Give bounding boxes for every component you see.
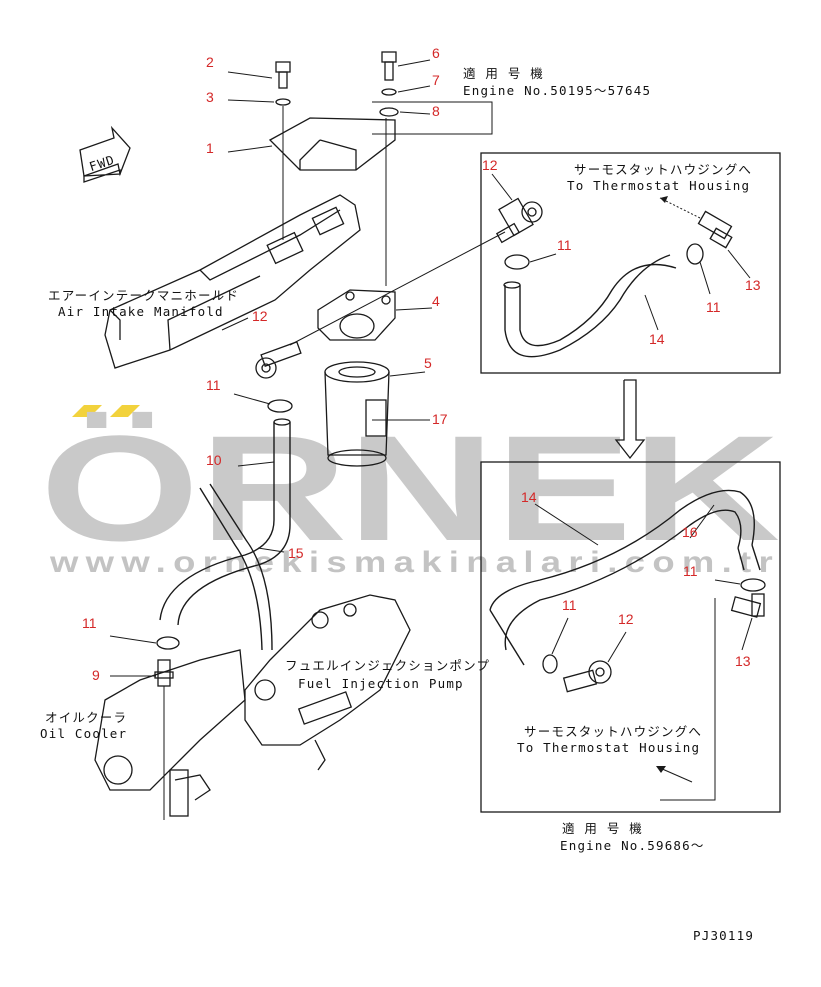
callout-11-a: 11 bbox=[206, 377, 221, 393]
detail-box-upper bbox=[480, 152, 781, 374]
detail-box-lower bbox=[480, 461, 781, 813]
hose-14-lower-b bbox=[504, 509, 742, 651]
callout-12-lower: 12 bbox=[618, 611, 634, 627]
tee-fitting-12-upper bbox=[495, 197, 543, 244]
callout-11-d: 11 bbox=[706, 299, 721, 315]
engine-range-1-en: Engine No.50195～57645 bbox=[463, 83, 651, 98]
callout-1: 1 bbox=[206, 140, 214, 156]
callout-13-upper: 13 bbox=[745, 277, 761, 293]
filter-cartridge-5 bbox=[324, 361, 390, 467]
hose-10-outer bbox=[159, 422, 275, 621]
oil-cooler-label-jp: オイルクーラ bbox=[45, 710, 127, 725]
callout-17: 17 bbox=[432, 411, 448, 427]
air-intake-manifold bbox=[104, 194, 361, 369]
tube-15-b bbox=[209, 483, 273, 651]
washer-8 bbox=[379, 107, 399, 117]
hose-14-lower-a bbox=[489, 489, 755, 611]
clamp-11-b bbox=[156, 636, 180, 650]
clamp-11-e bbox=[740, 578, 766, 592]
watermark-url: www.ornekismakinalari.com.tr bbox=[49, 546, 780, 579]
elbow-fitting-13-upper bbox=[697, 210, 733, 249]
watermark-brand: ÖRNEK bbox=[40, 404, 780, 572]
callout-8: 8 bbox=[432, 103, 440, 119]
thermostat-top-en: To Thermostat Housing bbox=[567, 178, 750, 193]
fuel-injection-pump bbox=[244, 594, 411, 771]
tube-15-a bbox=[199, 487, 263, 651]
thermostat-bottom-en: To Thermostat Housing bbox=[517, 740, 700, 755]
hose-10-inner bbox=[177, 422, 291, 626]
hose-14-upper-b bbox=[519, 263, 677, 347]
callout-14-upper: 14 bbox=[649, 331, 665, 347]
callout-11-f: 11 bbox=[562, 597, 577, 613]
engine-range-1-jp: 適 用 号 機 bbox=[463, 66, 544, 81]
engine-range-1-bracket bbox=[372, 101, 493, 135]
fwd-label: FWD bbox=[87, 152, 117, 174]
bracket-1 bbox=[268, 117, 396, 171]
fuel-pump-label-jp: フュエルインジェクションポンプ bbox=[285, 658, 490, 673]
arrow-to-thermostat-top-icon bbox=[660, 196, 668, 203]
callout-6: 6 bbox=[432, 45, 440, 61]
callout-11-b: 11 bbox=[82, 615, 97, 631]
washer-7 bbox=[381, 88, 397, 96]
watermark-accent-left bbox=[72, 405, 102, 417]
elbow-fitting-12-left bbox=[255, 341, 302, 379]
callout-7: 7 bbox=[432, 72, 440, 88]
callout-10: 10 bbox=[206, 452, 222, 468]
fitting-9 bbox=[154, 659, 174, 687]
callout-3: 3 bbox=[206, 89, 214, 105]
callout-14-lower: 14 bbox=[521, 489, 537, 505]
callout-4: 4 bbox=[432, 293, 440, 309]
clamp-11-f bbox=[542, 654, 558, 674]
arrow-to-thermostat-bottom-icon bbox=[656, 766, 666, 773]
tee-fitting-12-lower bbox=[562, 660, 612, 693]
callout-5: 5 bbox=[424, 355, 432, 371]
clamp-11-a bbox=[267, 399, 293, 413]
callout-9: 9 bbox=[92, 667, 100, 683]
air-intake-label-en: Air Intake Manifold bbox=[58, 304, 224, 319]
thermostat-route-line bbox=[660, 598, 716, 801]
callout-12-upper: 12 bbox=[482, 157, 498, 173]
fwd-arrow-icon: FWD bbox=[79, 125, 131, 183]
callout-numbers: 2 3 1 6 7 8 4 5 17 12 11 10 15 11 9 12 1… bbox=[82, 45, 761, 683]
clamp-11-c bbox=[504, 254, 530, 270]
thermostat-bottom-jp: サーモスタットハウジングへ bbox=[524, 724, 702, 739]
callout-11-e: 11 bbox=[683, 563, 698, 579]
callout-2: 2 bbox=[206, 54, 214, 70]
callout-13-lower: 13 bbox=[735, 653, 751, 669]
oil-cooler-label-en: Oil Cooler bbox=[40, 726, 127, 741]
engine-range-2-jp: 適 用 号 機 bbox=[562, 821, 643, 836]
elbow-fitting-13-lower bbox=[730, 593, 765, 618]
engine-range-2-en: Engine No.59686～ bbox=[560, 838, 705, 853]
washer-3 bbox=[275, 98, 291, 106]
bolt-6 bbox=[381, 51, 397, 81]
watermark: ÖRNEK www.ornekismakinalari.com.tr bbox=[40, 404, 780, 579]
callout-16: 16 bbox=[682, 524, 698, 540]
callout-15: 15 bbox=[288, 545, 304, 561]
callout-leaders bbox=[109, 59, 753, 677]
fuel-pump-label-en: Fuel Injection Pump bbox=[298, 676, 464, 691]
thermostat-top-jp: サーモスタットハウジングへ bbox=[574, 162, 752, 177]
air-intake-label-jp: エアーインテークマニホールド bbox=[48, 288, 239, 303]
callout-11-c: 11 bbox=[557, 237, 572, 253]
drawing-code: PJ30119 bbox=[693, 928, 754, 943]
hose-14-upper-a bbox=[504, 254, 671, 358]
callout-12-left: 12 bbox=[252, 308, 268, 324]
watermark-accent-right bbox=[110, 405, 140, 417]
clamp-11-d bbox=[686, 243, 704, 265]
bolt-2 bbox=[275, 61, 291, 89]
oil-cooler bbox=[94, 649, 246, 817]
filter-head-4 bbox=[317, 289, 396, 341]
transition-arrow-icon bbox=[614, 379, 646, 460]
